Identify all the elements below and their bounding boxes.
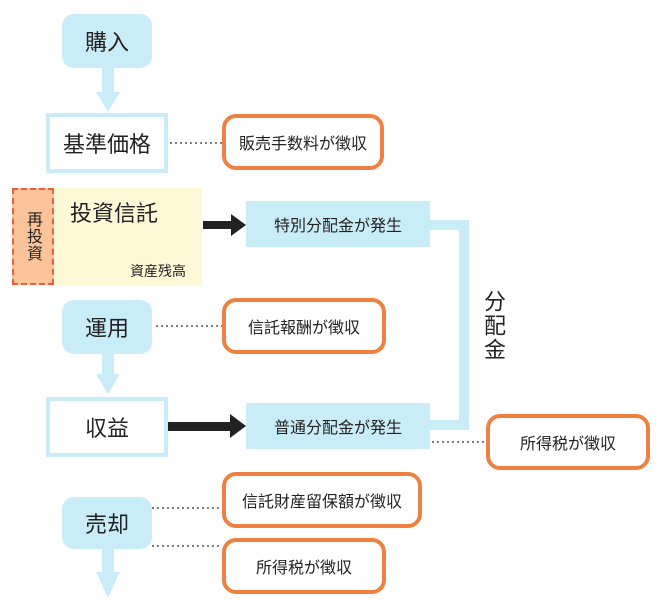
arrow-purchase-to-base (96, 67, 120, 112)
arrow-operation-to-profit (96, 352, 120, 394)
reinvest-node: 再投資 (12, 188, 54, 285)
trust-fee-label: 信託報酬が徴収 (247, 318, 360, 337)
arrow-profit-to-ordinary (168, 414, 246, 438)
profit-node: 収益 (46, 397, 168, 457)
purchase-node: 購入 (62, 14, 152, 68)
investment-trust-panel (54, 188, 202, 286)
reinvest-label: 再投資 (24, 211, 43, 262)
profit-label: 収益 (84, 417, 129, 442)
distribution-bracket (430, 220, 469, 430)
investment-trust-label: 投資信託 (70, 202, 159, 227)
sales-fee-label: 販売手数料が徴収 (238, 134, 367, 153)
base-price-label: 基準価格 (62, 133, 151, 158)
asset-balance-label: 資産残高 (130, 264, 186, 280)
sale-label: 売却 (84, 513, 129, 538)
ordinary-dividend-node: 普通分配金が発生 (246, 403, 430, 449)
retention-fee-box: 信託財産留保額が徴収 (222, 472, 422, 528)
income-tax-sale-box: 所得税が徴収 (222, 538, 386, 594)
sales-fee-box: 販売手数料が徴収 (222, 114, 384, 170)
arrow-sale-down (96, 547, 120, 598)
income-tax-dividend-label: 所得税が徴収 (519, 434, 616, 453)
trust-fee-box: 信託報酬が徴収 (222, 298, 386, 354)
operation-node: 運用 (62, 300, 152, 354)
special-dividend-label: 特別分配金が発生 (273, 216, 402, 235)
ordinary-dividend-label: 普通分配金が発生 (273, 418, 402, 437)
retention-fee-label: 信託財産留保額が徴収 (241, 492, 402, 511)
base-price-node: 基準価格 (46, 113, 168, 173)
sale-node: 売却 (62, 497, 152, 549)
operation-label: 運用 (84, 317, 129, 342)
special-dividend-node: 特別分配金が発生 (246, 201, 430, 247)
income-tax-sale-label: 所得税が徴収 (255, 558, 352, 577)
income-tax-dividend-box: 所得税が徴収 (486, 414, 650, 470)
purchase-label: 購入 (84, 31, 129, 56)
arrow-trust-to-special (203, 214, 246, 236)
distribution-label: 分配金 (480, 290, 505, 362)
